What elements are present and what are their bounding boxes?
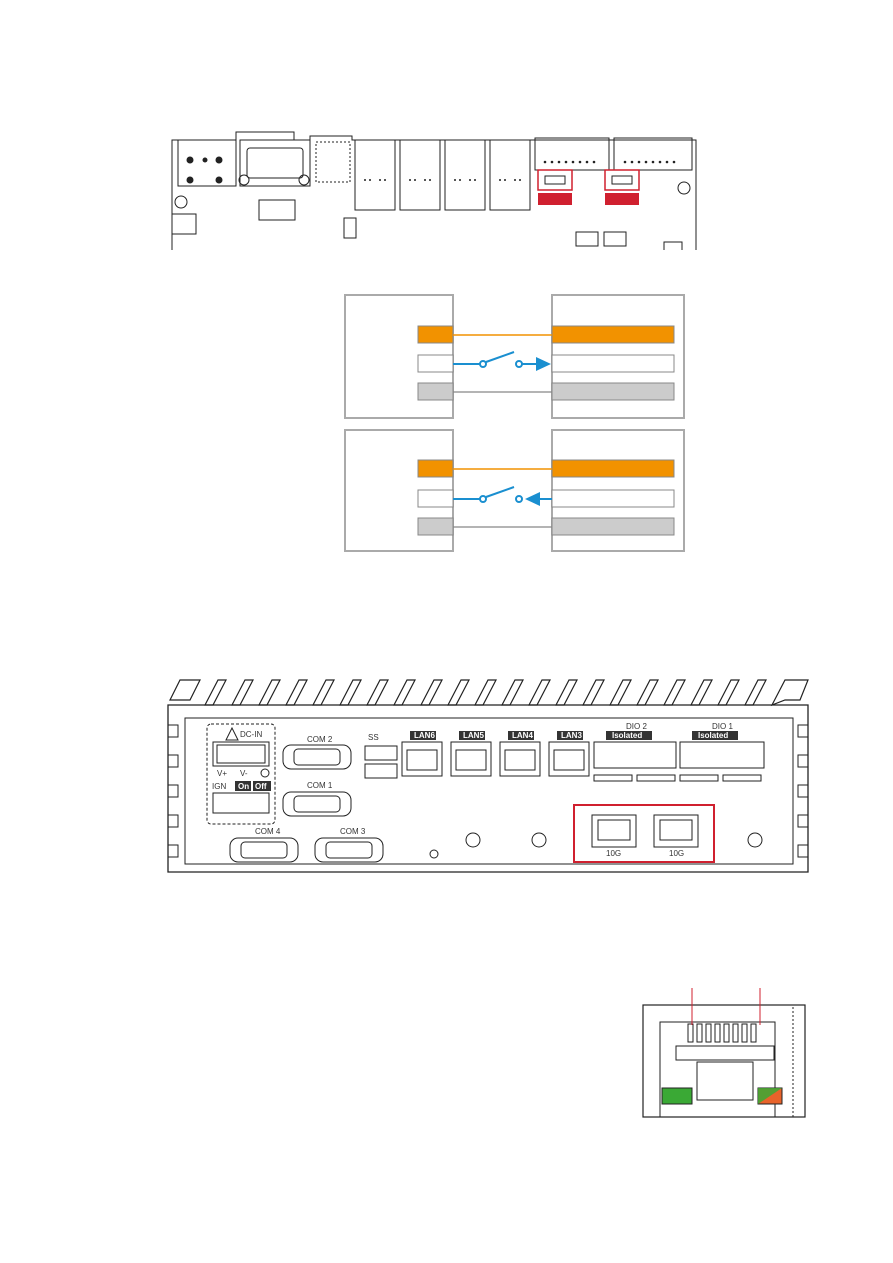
dio2-terminal[interactable] xyxy=(593,741,677,769)
board-dot-pattern xyxy=(364,160,676,181)
dio1-isolated-label: Isolated xyxy=(698,731,728,740)
lan5-label: LAN5 xyxy=(463,731,484,740)
lan4-label: LAN4 xyxy=(512,731,533,740)
dio1-label: DIO 1 xyxy=(712,722,733,731)
dio2-label: DIO 2 xyxy=(626,722,647,731)
ground-screw-icon xyxy=(429,849,439,859)
lan-ports xyxy=(401,741,590,777)
rj45-detail xyxy=(642,988,806,1118)
com4-label: COM 4 xyxy=(255,827,281,836)
lan3-label: LAN3 xyxy=(561,731,582,740)
com4-port[interactable] xyxy=(229,837,299,863)
v-plus-label: V+ xyxy=(217,769,227,778)
dio1-terminal[interactable] xyxy=(679,741,765,769)
jumper-highlight-right xyxy=(604,169,640,205)
ten-gig-highlight xyxy=(573,804,715,863)
board-layout xyxy=(171,131,697,250)
com1-label: COM 1 xyxy=(307,781,333,790)
com3-label: COM 3 xyxy=(340,827,366,836)
lan6-label: LAN6 xyxy=(414,731,435,740)
com1-port[interactable] xyxy=(282,791,352,817)
v-minus-label: V- xyxy=(240,769,248,778)
com2-port[interactable] xyxy=(282,744,352,770)
jumper-highlight-left xyxy=(537,169,573,205)
ign-on-label: On xyxy=(238,782,249,791)
ign-label: IGN xyxy=(212,782,226,791)
com2-label: COM 2 xyxy=(307,735,333,744)
dio2-isolated-label: Isolated xyxy=(612,731,642,740)
dc-in-label: DC-IN xyxy=(240,730,262,739)
ten-gig-label-b: 10G xyxy=(669,849,684,858)
wiring-diagram-output xyxy=(344,294,685,419)
usb-port-stack[interactable] xyxy=(364,745,398,779)
ign-off-label: Off xyxy=(255,782,267,791)
com3-port[interactable] xyxy=(314,837,384,863)
wiring-diagram-input xyxy=(344,429,685,552)
usb-ss-label: SS xyxy=(368,733,379,742)
ten-gig-label-a: 10G xyxy=(606,849,621,858)
heatsink-fins xyxy=(169,679,809,707)
io-panel: DC-IN V+ V- IGN On Off COM 2 COM 1 COM 4… xyxy=(167,679,809,873)
